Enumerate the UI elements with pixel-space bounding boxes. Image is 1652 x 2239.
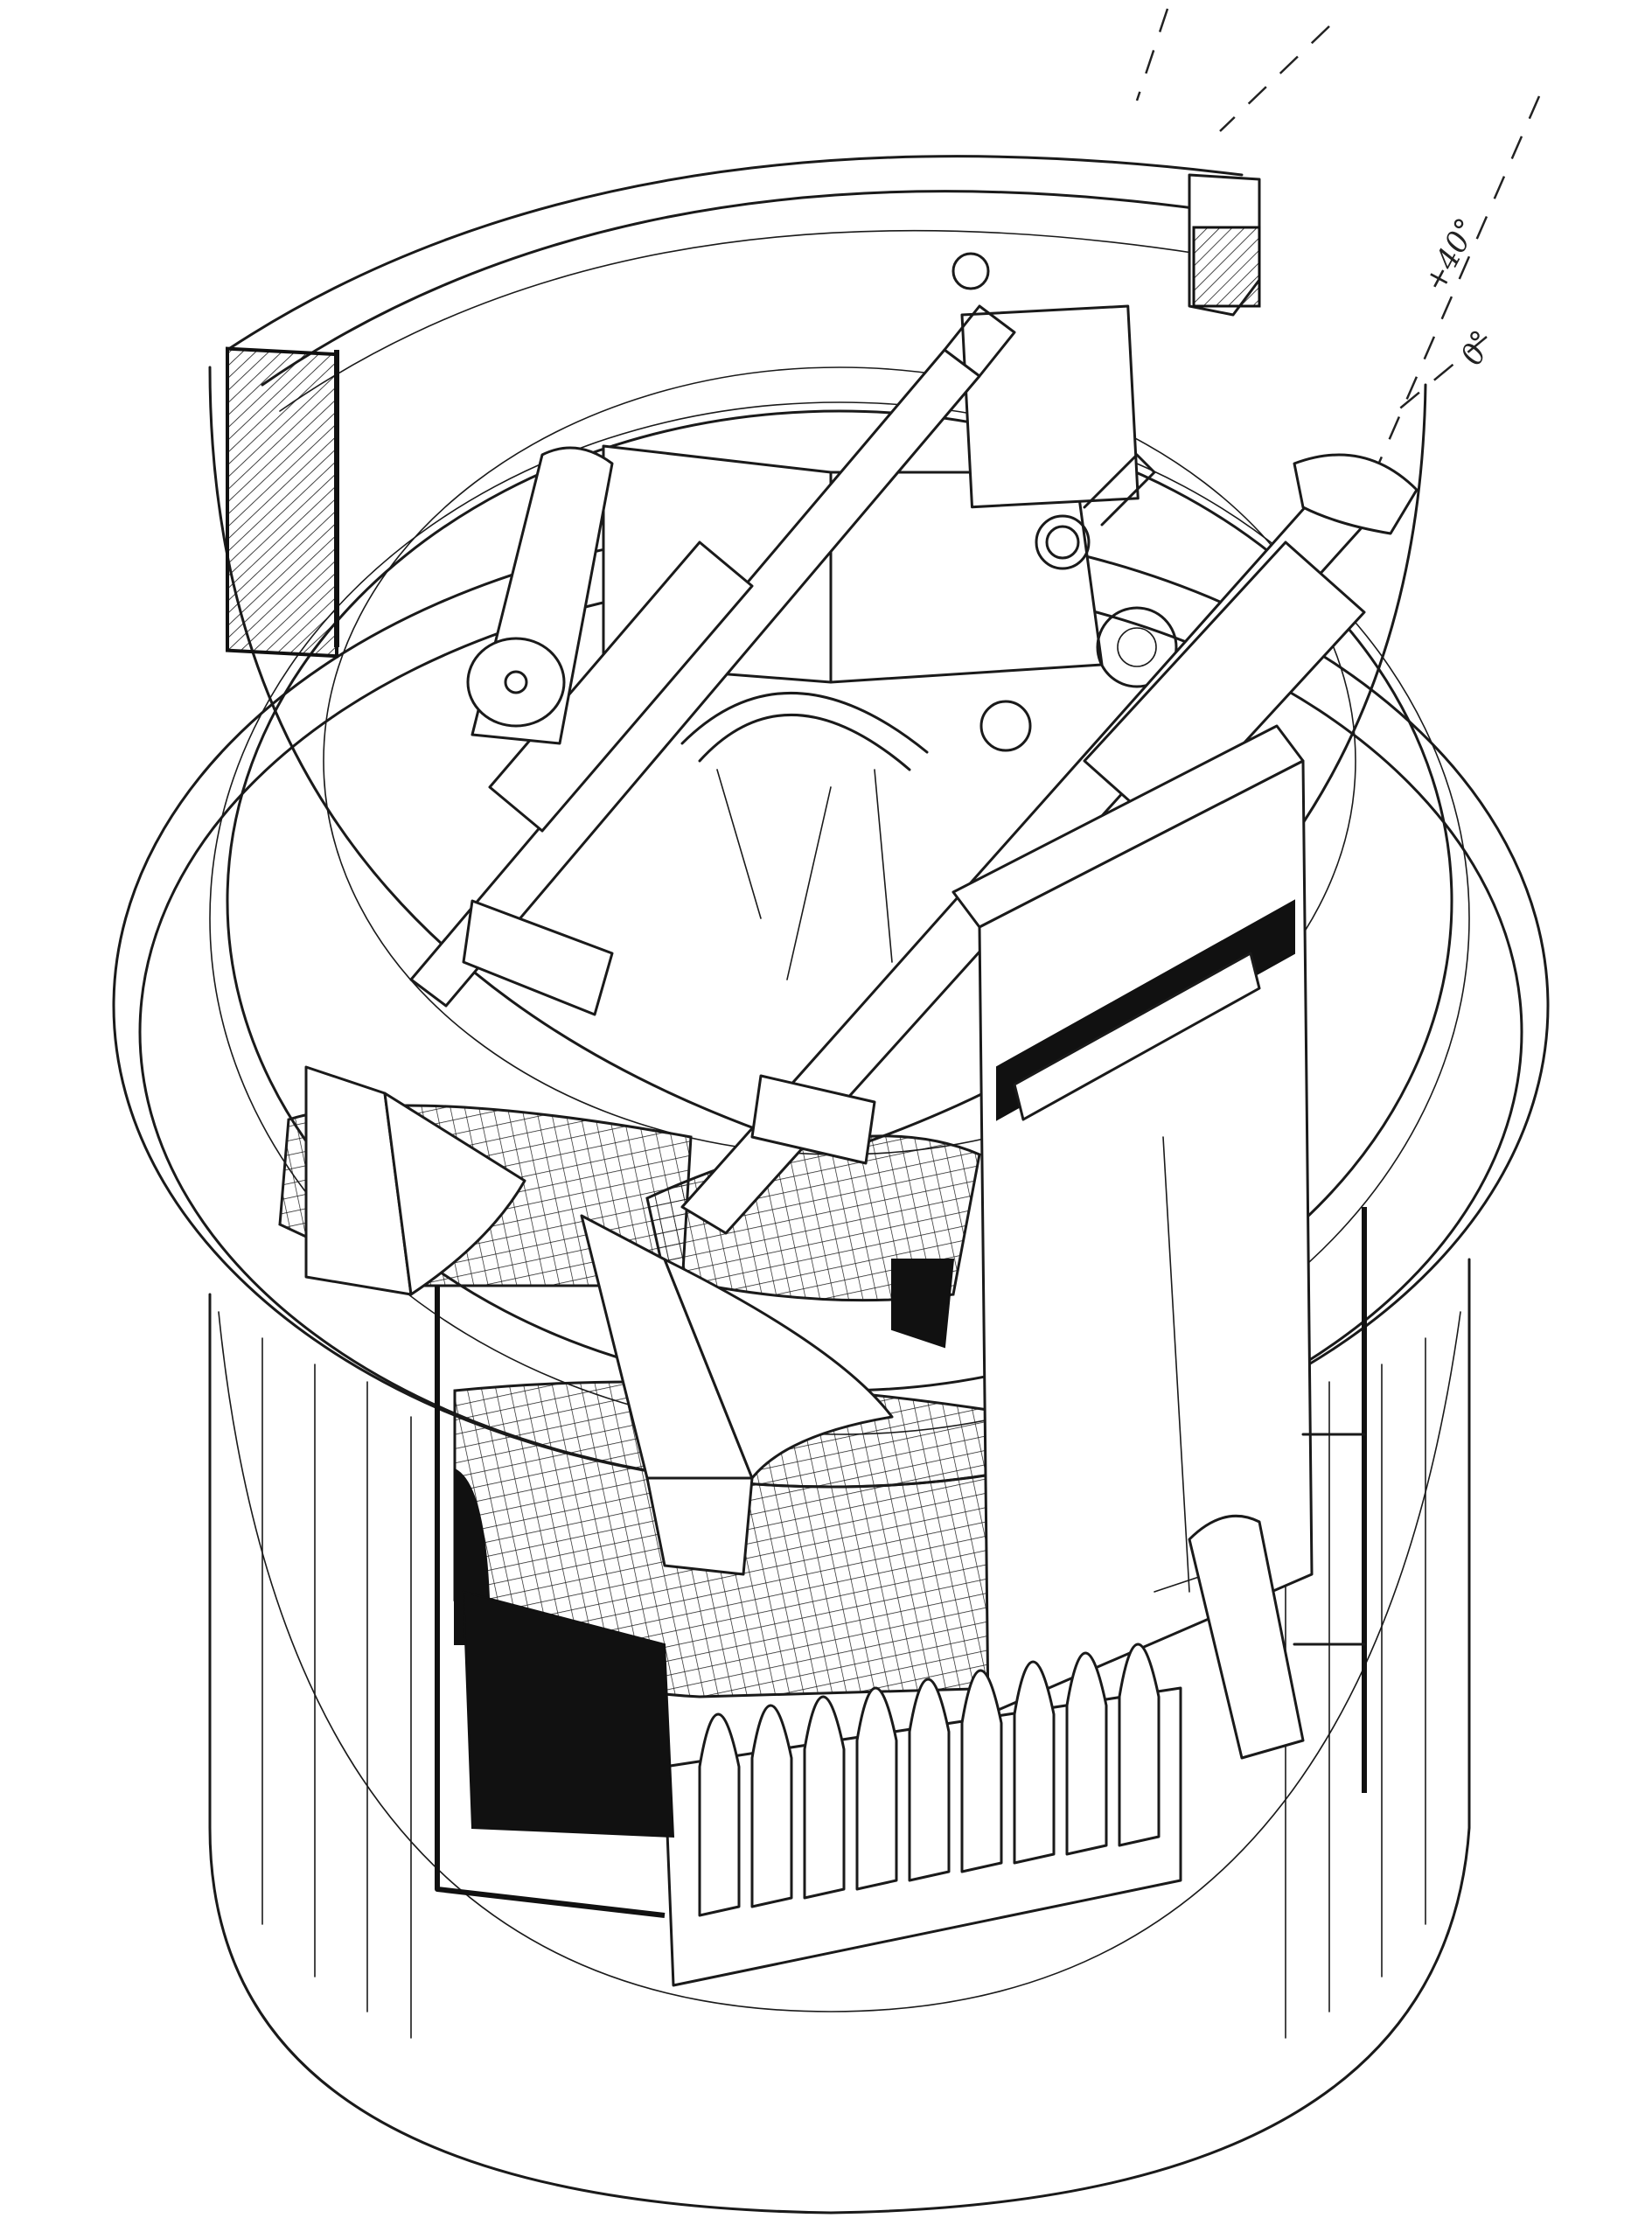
- sight-assembly: [1035, 453, 1156, 570]
- gun-barrel-left: [409, 252, 1016, 1016]
- elevation-lines: [1135, 8, 1541, 478]
- shell-rack: [462, 1590, 1182, 1987]
- armored-cover: [208, 155, 1427, 1156]
- loader-shields: [304, 1065, 894, 1576]
- angle-label-zero: 0°: [1454, 324, 1501, 371]
- recuperator-cylinder: [466, 446, 614, 745]
- angle-label-plus-40: +40°: [1418, 213, 1485, 297]
- lower-frame: [435, 1207, 1367, 1918]
- ammunition-hoist: [951, 724, 1314, 1760]
- turret-outer-shell: [208, 1258, 1471, 2215]
